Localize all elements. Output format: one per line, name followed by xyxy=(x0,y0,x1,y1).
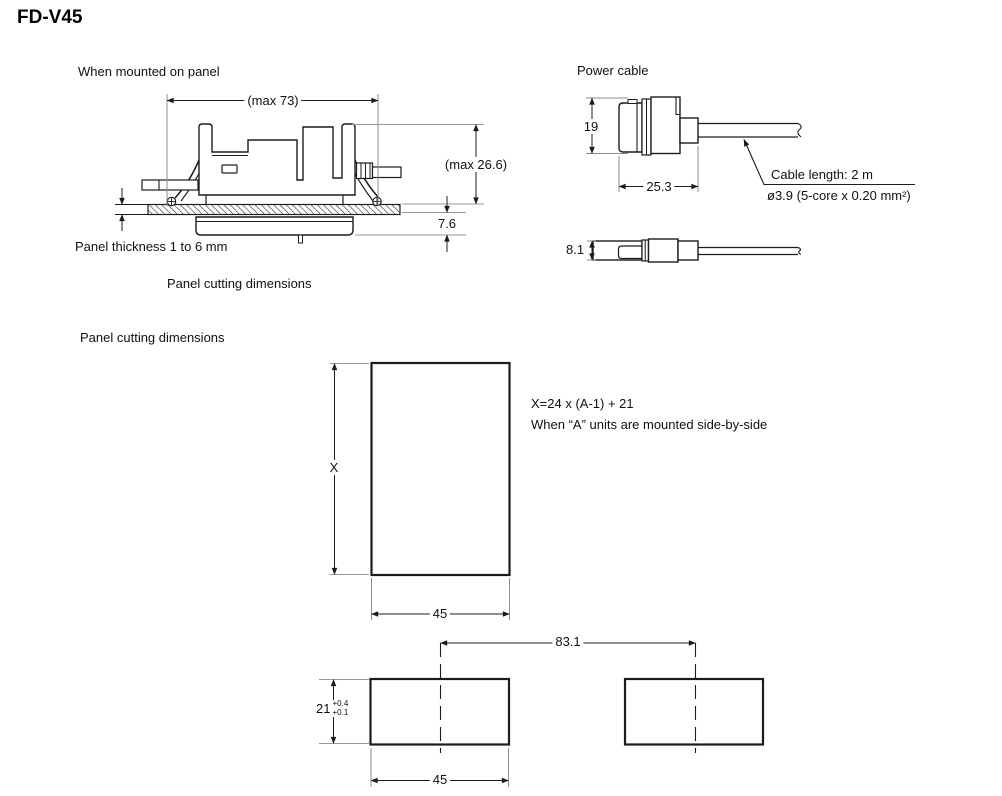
dim-cutout-width-bottom-label: 45 xyxy=(429,772,451,787)
cable-length-note: Cable length: 2 m xyxy=(771,167,873,182)
panel-cutting-heading: Panel cutting dimensions xyxy=(80,330,225,345)
dim-max-height-label: (max 26.6) xyxy=(441,157,511,172)
tolerance-stack: +0.4 +0.1 xyxy=(332,699,349,717)
dim-protrusion-label: 7.6 xyxy=(434,216,460,231)
dim-pitch-label: 83.1 xyxy=(552,634,584,649)
dim-cable-side-height-label: 8.1 xyxy=(566,242,585,257)
dim-cable-height-label: 19 xyxy=(580,119,602,134)
power-cable-heading: Power cable xyxy=(577,63,649,78)
mounted-view-caption: Panel cutting dimensions xyxy=(167,276,312,291)
panel-thickness-note: Panel thickness 1 to 6 mm xyxy=(75,239,228,254)
cable-spec-note: ø3.9 (5-core x 0.20 mm²) xyxy=(767,188,911,203)
tolerance-upper: +0.4 xyxy=(332,699,349,708)
cutout-formula: X=24 x (A-1) + 21 xyxy=(531,396,634,411)
dim-max-width-label: (max 73) xyxy=(244,93,302,108)
page-title: FD-V45 xyxy=(17,7,83,28)
dim-cutout-height-label: X xyxy=(326,460,342,475)
dim-cutout-width-label: 45 xyxy=(429,606,451,621)
dim-cut-height-value: 21 xyxy=(316,701,331,716)
dim-connector-length-label: 25.3 xyxy=(643,179,675,194)
dim-cut-height-label: 21 +0.4 +0.1 xyxy=(314,699,351,717)
mounted-view-heading: When mounted on panel xyxy=(78,64,220,79)
tolerance-lower: +0.1 xyxy=(332,707,349,717)
cutout-formula-note: When “A” units are mounted side-by-side xyxy=(531,417,768,432)
